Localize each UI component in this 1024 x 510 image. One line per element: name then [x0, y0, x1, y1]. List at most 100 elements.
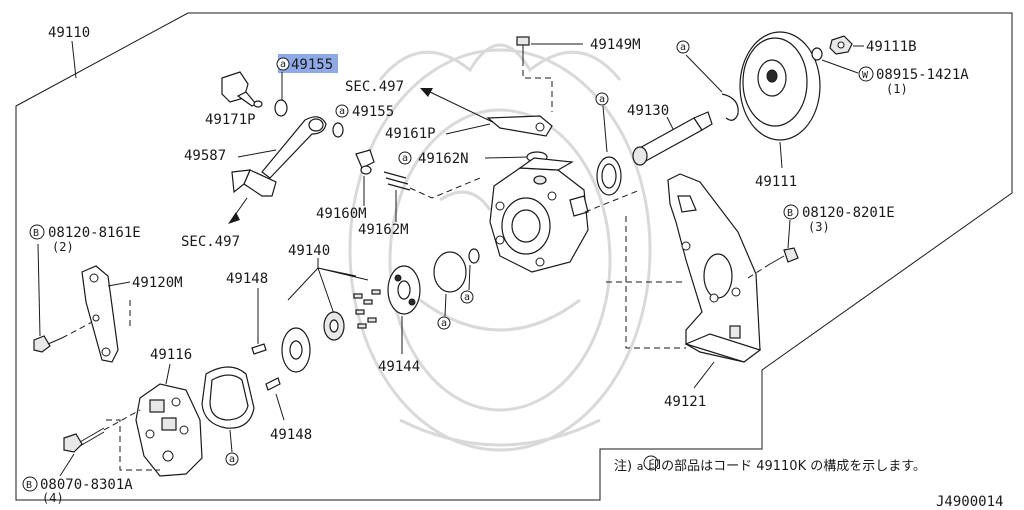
part-label-49121[interactable]: 49121	[664, 394, 706, 410]
cam-ring-49140	[281, 327, 311, 373]
selected-part-highlight	[278, 54, 338, 73]
part-label-49116[interactable]: 49116	[150, 347, 192, 363]
part-label-49587[interactable]: 49587	[184, 148, 226, 164]
leader	[445, 123, 491, 135]
cover-49116	[135, 383, 203, 477]
marker-a-letter: a	[441, 318, 447, 329]
part-label-49171p[interactable]: 49171P	[205, 112, 256, 128]
qty-08915: (1)	[886, 82, 908, 96]
marker-a	[676, 40, 690, 54]
arrow-head	[228, 212, 240, 224]
rotor-49140	[323, 311, 345, 341]
o-ring	[360, 165, 372, 175]
valve-49160m	[355, 149, 375, 169]
leader	[484, 156, 529, 159]
assembly-label: 49110	[48, 25, 90, 41]
part-label-49120m[interactable]: 49120M	[132, 275, 183, 291]
marker-a-letter: a	[339, 106, 345, 117]
nut-49111b	[829, 35, 853, 55]
bolt-hole	[535, 122, 545, 132]
footnote-marker-letter: a	[636, 460, 644, 473]
marker-a	[460, 290, 474, 304]
dashed-guide	[409, 177, 481, 199]
marker-a	[437, 316, 451, 330]
part-label-08070[interactable]: 08070-8301A	[40, 477, 133, 493]
arrow-head	[420, 88, 433, 97]
qty-08070: (4)	[42, 491, 64, 505]
spring-49162m	[383, 171, 411, 191]
leader	[287, 258, 369, 315]
pin-49148	[265, 377, 281, 391]
pump-body	[489, 157, 589, 273]
leader	[275, 393, 285, 421]
bolt-08070	[63, 427, 105, 453]
marker-a	[335, 104, 349, 118]
marker-a-letter: a	[229, 454, 235, 465]
dashed-guide	[522, 60, 553, 112]
dashed-guide	[747, 263, 771, 279]
part-label-08120-8161e[interactable]: 08120-8161E	[48, 225, 141, 241]
dashed-guide	[61, 319, 97, 339]
o-ring	[332, 122, 344, 138]
part-label-49162n[interactable]: 49162N	[418, 151, 469, 167]
bracket-49121	[667, 173, 762, 363]
o-ring-large	[433, 251, 467, 293]
part-label-49111b[interactable]: 49111B	[866, 39, 917, 55]
part-label-49155[interactable]: 49155	[352, 104, 394, 120]
part-label-49148-top[interactable]: 49148	[226, 271, 268, 287]
leader	[444, 293, 447, 317]
leader	[165, 363, 171, 385]
marker-a	[398, 151, 412, 165]
leader	[787, 219, 791, 249]
part-label-49160m[interactable]: 49160M	[316, 206, 367, 222]
sec-ref-top[interactable]: SEC.497	[345, 79, 404, 95]
snap-ring	[721, 93, 739, 121]
marker-b-letter: B	[787, 208, 793, 219]
part-label-49162m[interactable]: 49162M	[358, 222, 409, 238]
footnote-marker	[643, 455, 659, 471]
marker-w	[858, 66, 874, 82]
marker-a-letter: a	[680, 42, 686, 53]
diagram-code: J4900014	[936, 494, 1003, 510]
marker-a-letter: a	[280, 59, 286, 70]
part-label-49140[interactable]: 49140	[288, 243, 330, 259]
leader	[602, 105, 608, 153]
part-label-08915[interactable]: 08915-1421A	[876, 67, 969, 83]
marker-a-letter: a	[599, 94, 605, 105]
marker-a	[225, 452, 239, 466]
marker-b-letter: B	[26, 480, 32, 491]
marker-a	[595, 92, 609, 106]
pipe-bracket-49161p	[486, 115, 553, 137]
dashed-guide	[625, 216, 686, 349]
sec-ref-bottom[interactable]: SEC.497	[181, 234, 240, 250]
dashed-guide	[106, 419, 160, 471]
part-label-49148-bottom[interactable]: 49148	[270, 427, 312, 443]
leader	[107, 281, 131, 287]
part-label-49161p[interactable]: 49161P	[385, 126, 436, 142]
pulley-49111	[739, 31, 821, 141]
watermark-emblem	[348, 43, 652, 452]
marker-w-letter: W	[862, 70, 869, 81]
marker-b-letter: B	[33, 228, 39, 239]
bolt-08120-8161e	[33, 335, 63, 353]
leader	[229, 429, 233, 453]
o-ring	[468, 248, 480, 264]
connector-49171p	[221, 71, 263, 108]
assembly-frame	[15, 12, 1013, 501]
marker-b	[29, 224, 45, 240]
part-label-49111[interactable]: 49111	[755, 174, 797, 190]
part-label-49144[interactable]: 49144	[378, 359, 420, 375]
part-label-08120-8201e[interactable]: 08120-8201E	[802, 205, 895, 221]
footnote-prefix: 注)	[614, 459, 633, 474]
dashed-guide	[103, 409, 141, 431]
marker-a-letter: a	[402, 153, 408, 164]
part-label-49149m[interactable]: 49149M	[590, 37, 641, 53]
part-label-49130[interactable]: 49130	[627, 103, 669, 119]
washer	[811, 47, 823, 61]
qty-08120-8201e: (3)	[808, 220, 830, 234]
leader	[71, 40, 77, 79]
part-label-49155-selected[interactable]: 49155	[291, 57, 333, 73]
